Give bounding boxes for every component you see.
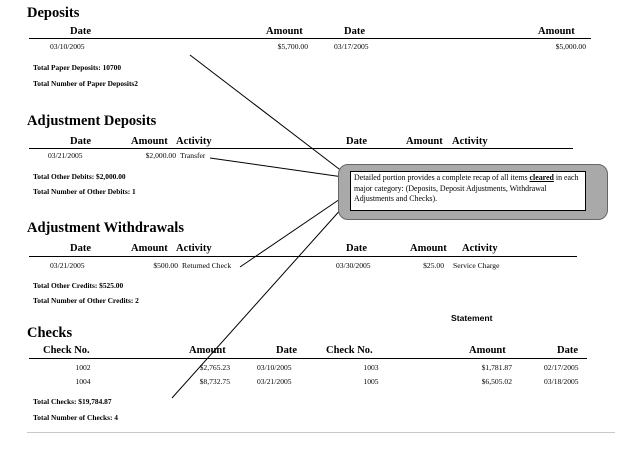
checks-date2-header: Date	[557, 345, 578, 356]
checks-checkno2-header: Check No.	[326, 345, 373, 356]
adj-wd-activity2: Service Charge	[453, 261, 500, 270]
adj-dep-amount2-header: Amount	[406, 136, 443, 147]
adj-wd-date2-header: Date	[346, 243, 367, 254]
total-other-debits: Total Other Debits: $2,000.00	[33, 172, 126, 181]
deposits-amount-header: Amount	[266, 26, 303, 37]
adj-dep-activity-header: Activity	[176, 136, 212, 147]
checks-amount-header: Amount	[189, 345, 226, 356]
deposits-amount2-header: Amount	[538, 26, 575, 37]
callout-text-after: in each major category: (Deposits, Depos…	[354, 173, 579, 204]
adj-wd-activity-header: Activity	[176, 243, 212, 254]
adj-dep-date2-header: Date	[346, 136, 367, 147]
adjustment-withdrawals-title: Adjustment Withdrawals	[27, 220, 184, 236]
total-checks: Total Checks: $19,784.87	[33, 397, 112, 406]
checks-title: Checks	[27, 325, 73, 341]
deposits-date-header: Date	[70, 26, 91, 37]
adj-dep-date-header: Date	[70, 136, 91, 147]
adj-wd-amount-header: Amount	[131, 243, 168, 254]
check-no2: 1005	[363, 377, 379, 386]
adj-wd-date-header: Date	[70, 243, 91, 254]
total-number-other-credits: Total Number of Other Credits: 2	[33, 296, 139, 305]
adj-dep-amount-header: Amount	[131, 136, 168, 147]
check-amount: $2,765.23	[199, 363, 230, 372]
total-number-paper-deposits: Total Number of Paper Deposits2	[33, 79, 138, 88]
total-number-checks: Total Number of Checks: 4	[33, 413, 118, 422]
checks-header-rule	[29, 358, 587, 359]
deposit-amount: $5,700.00	[277, 42, 308, 51]
check-amount2: $6,505.02	[481, 377, 512, 386]
adj-wd-amount2: $25.00	[423, 261, 444, 270]
check-date: 03/10/2005	[257, 363, 292, 372]
adj-dep-amount: $2,000.00	[145, 151, 176, 160]
checks-date-header: Date	[276, 345, 297, 356]
pointer-line-checks	[171, 206, 344, 399]
adj-wd-amount2-header: Amount	[410, 243, 447, 254]
pointer-line-adj-deposits	[209, 157, 344, 178]
adj-wd-date2: 03/30/2005	[336, 261, 371, 270]
total-number-other-debits: Total Number of Other Debits: 1	[33, 187, 136, 196]
adj-wd-activity2-header: Activity	[462, 243, 498, 254]
adj-wd-header-rule	[29, 256, 577, 257]
adj-wd-activity: Returned Check	[182, 261, 232, 270]
check-amount2: $1,781.87	[481, 363, 512, 372]
adj-dep-activity: Transfer	[180, 151, 206, 160]
adj-dep-date: 03/21/2005	[48, 151, 83, 160]
adj-dep-header-rule	[29, 148, 573, 149]
check-date2: 02/17/2005	[544, 363, 579, 372]
pointer-line-deposits	[189, 54, 344, 173]
check-no: 1002	[75, 363, 91, 372]
footer-rule	[27, 432, 615, 433]
adj-wd-amount: $500.00	[153, 261, 178, 270]
checks-checkno-header: Check No.	[43, 345, 90, 356]
deposits-header-rule	[29, 38, 591, 39]
check-no: 1004	[75, 377, 91, 386]
pointer-line-adj-withdrawals	[239, 196, 344, 268]
adj-wd-date: 03/21/2005	[50, 261, 85, 270]
callout-text: Detailed portion provides a complete rec…	[350, 171, 586, 211]
check-no2: 1003	[363, 363, 379, 372]
deposits-date2-header: Date	[344, 26, 365, 37]
checks-amount2-header: Amount	[469, 345, 506, 356]
deposit-date2: 03/17/2005	[334, 42, 369, 51]
statement-label: Statement	[451, 313, 493, 323]
deposit-amount2: $5,000.00	[555, 42, 586, 51]
callout-text-before: Detailed portion provides a complete rec…	[354, 173, 530, 182]
callout-emphasis: cleared	[529, 173, 554, 182]
total-paper-deposits: Total Paper Deposits: 10700	[33, 63, 122, 72]
check-date2: 03/18/2005	[544, 377, 579, 386]
deposits-title: Deposits	[27, 5, 80, 21]
adjustment-deposits-title: Adjustment Deposits	[27, 113, 157, 129]
adj-dep-activity2-header: Activity	[452, 136, 488, 147]
deposit-date: 03/10/2005	[50, 42, 85, 51]
check-date: 03/21/2005	[257, 377, 292, 386]
check-amount: $8,732.75	[199, 377, 230, 386]
total-other-credits: Total Other Credits: $525.00	[33, 281, 124, 290]
